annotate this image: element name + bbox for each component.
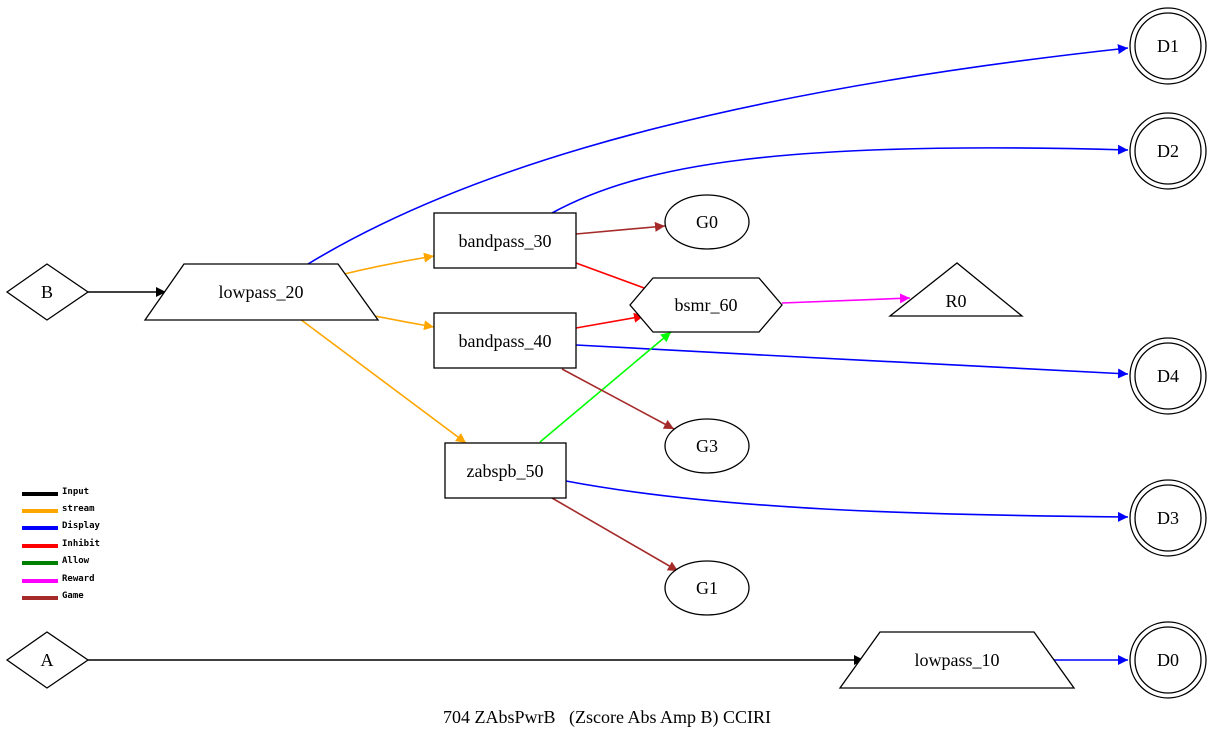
edge-bandpass-40-bsmr-60	[575, 312, 645, 329]
edge-bsmr-60-r0	[781, 293, 911, 304]
edge-zabspb-50-d3	[565, 480, 1129, 522]
legend-item-allow: Allow	[22, 556, 90, 566]
node-a: A	[5, 631, 90, 689]
node-lowpass-10: lowpass_10	[838, 631, 1076, 689]
node-g1-label: G1	[696, 578, 718, 598]
node-d2-label: D2	[1157, 141, 1179, 161]
node-d4: D4	[1129, 337, 1207, 415]
legend-label-stream: stream	[62, 504, 95, 514]
legend-label-display: Display	[62, 520, 101, 531]
legend-item-game: Game	[22, 591, 84, 601]
node-d4-label: D4	[1157, 366, 1179, 386]
node-bsmr-60-label: bsmr_60	[675, 295, 738, 315]
node-r0-label: R0	[945, 291, 966, 311]
node-g1: G1	[664, 560, 750, 616]
diagram-caption: 704 ZAbsPwrB (Zscore Abs Amp B) CCIRI	[443, 707, 771, 728]
node-zabspb-50-label: zabspb_50	[467, 461, 544, 481]
edge-bandpass-40-g3	[561, 368, 675, 430]
node-d3: D3	[1129, 479, 1207, 557]
node-g3-label: G3	[696, 436, 718, 456]
legend-item-display: Display	[22, 520, 101, 531]
node-d0-label: D0	[1157, 650, 1179, 670]
node-d1: D1	[1129, 7, 1207, 85]
node-bandpass-30-label: bandpass_30	[459, 231, 552, 251]
node-b: B	[5, 263, 90, 321]
edge-zabspb-50-bsmr-60	[539, 331, 672, 443]
node-lowpass-20: lowpass_20	[143, 263, 380, 321]
edge-lowpass-20-d1	[307, 44, 1129, 265]
legend-item-reward: Reward	[22, 574, 95, 584]
node-bandpass-30: bandpass_30	[433, 212, 577, 269]
edge-bandpass-30-d2	[551, 144, 1129, 214]
node-d1-label: D1	[1157, 36, 1179, 56]
node-lowpass-10-label: lowpass_10	[915, 650, 1000, 670]
node-d0: D0	[1129, 621, 1207, 699]
legend-item-input: Input	[22, 487, 89, 497]
legend-item-stream: stream	[22, 504, 95, 514]
node-a-label: A	[41, 650, 54, 670]
node-bandpass-40-label: bandpass_40	[459, 331, 552, 351]
legend-item-inhibit: Inhibit	[22, 538, 100, 549]
edge-lowpass-20-bandpass-30	[339, 252, 435, 276]
legend-label-game: Game	[62, 591, 84, 601]
edge-bandpass-30-g0	[575, 221, 666, 235]
node-g3: G3	[664, 418, 750, 474]
edge-bandpass-40-d4	[575, 344, 1129, 379]
edge-lowpass-20-zabspb-50	[299, 318, 467, 444]
legend: Input stream Display Inhibit Allow Rewar…	[22, 487, 101, 601]
node-d3-label: D3	[1157, 508, 1179, 528]
node-b-label: B	[41, 282, 53, 302]
edges	[88, 44, 1129, 665]
node-lowpass-20-label: lowpass_20	[219, 282, 304, 302]
legend-label-reward: Reward	[62, 574, 95, 584]
legend-label-input: Input	[62, 487, 89, 497]
node-g0: G0	[664, 194, 750, 250]
edge-zabspb-50-g1	[551, 497, 679, 572]
node-bandpass-40: bandpass_40	[433, 312, 577, 369]
legend-label-allow: Allow	[62, 556, 90, 566]
legend-label-inhibit: Inhibit	[62, 538, 100, 549]
node-r0: R0	[888, 262, 1024, 317]
edge-lowpass-20-bandpass-40	[374, 315, 435, 331]
node-g0-label: G0	[696, 212, 718, 232]
edge-bandpass-30-bsmr-60	[575, 262, 656, 294]
node-bsmr-60: bsmr_60	[629, 277, 783, 333]
node-zabspb-50: zabspb_50	[444, 442, 567, 499]
node-d2: D2	[1129, 112, 1207, 190]
nodes: B A lowpass_20 lowpass_10 bandpass_30 ba…	[5, 7, 1207, 699]
